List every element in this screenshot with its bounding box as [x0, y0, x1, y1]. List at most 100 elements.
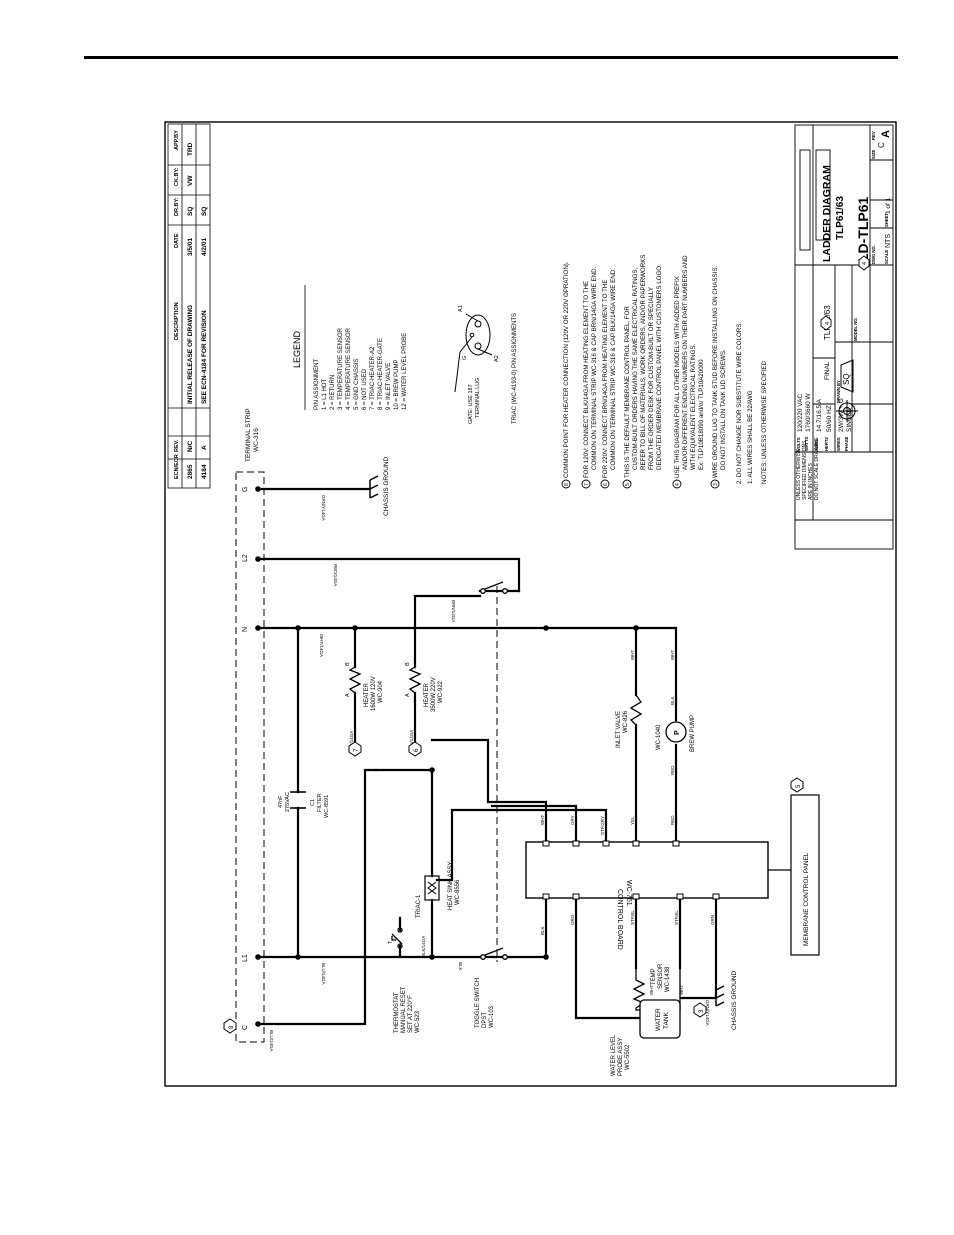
tb-tiny-2: SPECIFIED DIMENSIONS	[802, 440, 808, 500]
triac-gate-note-2: TERMINAL LUG	[475, 378, 481, 418]
title-block-grid	[794, 124, 894, 550]
tank-chassis-ground	[715, 985, 725, 1007]
rev-header-ecn: ECN/ECR	[174, 454, 180, 479]
triac-gate-note-1: GATE: USE 187	[468, 384, 474, 424]
terminal-n-label: N	[242, 627, 249, 632]
tb-size-label: SIZE	[871, 149, 876, 159]
panel-callout	[790, 777, 804, 793]
water-level-probe-line2: PROBE ASSY	[618, 1038, 624, 1076]
legend-item-7: 7 = TRIAC-HEATER-A2	[370, 346, 376, 410]
wiring	[256, 487, 718, 1026]
rev-row1-appby: TRD	[187, 142, 194, 156]
tb-phase-value: SINGLE	[846, 407, 853, 432]
legend-item-4: 4 = TEMPERATURE SENSOR	[346, 327, 352, 410]
heater-1-b: B	[345, 662, 351, 666]
inlet-valve-label: INLET VALVE	[616, 711, 622, 748]
triac-label: TRIAC-1	[416, 894, 422, 918]
note-5-line5: DEDICATED MEMBRANE CONTROL PANEL WITH CU…	[656, 264, 663, 470]
heater-2-resistor	[408, 666, 422, 694]
heater-2-callout-number: 6	[414, 748, 420, 752]
water-tank-line1: WATER	[655, 1008, 662, 1031]
tb-amps-label: AMPS	[814, 439, 819, 451]
wire-label-wht-sensor2: WHT	[679, 985, 684, 995]
tb-watts-label: WATTS	[804, 436, 809, 451]
rev-row2-desc: SEE ECN-4184 FOR REVISION	[201, 310, 208, 404]
tb-volts-value: 120/220 VAC	[797, 394, 804, 432]
inlet-valve-part: WC-826	[623, 710, 629, 733]
note-6-line2: COMMON ON TERMINAL STRIP WC-316 & CAP BL…	[610, 268, 617, 470]
tb-drawn-value: SQ	[842, 373, 851, 385]
tank-chassis-ground-label: CHASSIS GROUND	[731, 970, 738, 1030]
temp-sensor-line1: TEMP	[651, 968, 657, 985]
triac-body	[424, 875, 440, 901]
terminal-l1-label: L1	[242, 954, 249, 962]
wire-label-grnyel-tank: GRN/Y14GA	[705, 1000, 710, 1026]
tb-finish-value: FINAL	[824, 361, 831, 380]
control-board-pins	[542, 840, 720, 900]
tank-ground-callout-number: 3	[699, 1009, 705, 1013]
thermostat-set: SET AT 220°F	[408, 995, 414, 1033]
heat-sink-part: WC-8556	[455, 879, 461, 905]
wire-label-blk-board: BLK	[540, 926, 545, 935]
legend-item-6: 6 = NOT USED	[362, 368, 368, 410]
heater-1-rating: 1600W 120V	[371, 676, 377, 711]
tb-hertz-label: HERTZ	[824, 437, 829, 451]
control-board	[525, 841, 769, 899]
filter-label: FILTER	[317, 793, 323, 812]
tb-tiny-4: DO NOT SCALE DRAWING	[814, 437, 820, 500]
legend-item-5: 5 = GND CHASSIS	[354, 358, 360, 410]
note-7-line1: FOR 120V: CONNECT BLK/14GA FROM HEATING …	[583, 281, 590, 478]
wire-label-blu14-c: BLU/14GA	[269, 1030, 274, 1052]
note-3-number: 3	[713, 483, 719, 486]
heater-1-part: WC-904	[378, 680, 384, 703]
toggle-switch[interactable]	[480, 581, 508, 960]
terminal-c-label: C	[242, 1025, 249, 1030]
triac-pin-a2: A2	[494, 355, 500, 362]
triac-pin-g: G	[462, 356, 468, 360]
rev-row1-date: 3/5/01	[187, 238, 194, 256]
rev-header-appby: APP.BY	[174, 130, 180, 150]
toggle-switch-name: TOGGLE SWITCH	[475, 978, 481, 1028]
note-5-line3: REFER TO BILL OF MATERIALS, WORK ORDERS,…	[640, 255, 647, 470]
control-board-label: CONTROL BOARD	[616, 889, 623, 950]
tb-item-callout	[820, 315, 832, 331]
rev-header-rev: REV.	[174, 439, 180, 452]
filter-c1-label: C1	[310, 799, 316, 806]
wire-label-stpel-2: STP.EL	[674, 910, 679, 925]
rev-row1-ecn: 2865	[187, 464, 194, 479]
projection-symbol	[836, 359, 858, 422]
wire-label-wht-valve: WHT	[630, 650, 635, 660]
tb-watts-value: 1760/3660 W	[805, 392, 812, 432]
water-tank	[639, 999, 681, 1039]
tb-volts-label: VOLTS	[796, 437, 801, 451]
rev-row1-ckby: VW	[187, 175, 194, 186]
note-4-line4: Ex: TLP10B18090 and/or TLP10A20000	[698, 359, 705, 470]
chassis-ground-label: CHASSIS GROUND	[383, 456, 390, 516]
chassis-ground-symbol	[369, 475, 379, 499]
brew-pump-part: WC-1040	[656, 724, 662, 750]
heater-2-name: HEATER	[424, 682, 430, 707]
heater-1-name: HEATER	[364, 682, 370, 707]
rev-row2-ecn: 4184	[201, 464, 208, 479]
note-3-line1: WIRE GROUND LUG TO TANK STUD BEFORE INST…	[712, 265, 719, 478]
thermostat-reset: MANUAL RESET	[401, 986, 407, 1033]
rev-header-date: DATE	[174, 233, 180, 248]
tb-dwg-callout-number: 4	[862, 262, 868, 265]
water-level-probe-line1: WATER LEVEL	[611, 1034, 617, 1076]
tb-rev-label: REV	[871, 131, 876, 140]
note-5-line2: CUSTOM-BUILT ORDERS HAVING THE SAME ELEC…	[632, 267, 639, 470]
tb-sheet-value: 1 of 1	[885, 197, 892, 214]
temp-sensor-part: WC-1438	[665, 966, 671, 992]
tb-drawn-label: DRAWN BY	[836, 380, 841, 403]
wire-label-blu-pump: BLK	[670, 696, 675, 705]
page-top-rule	[84, 56, 898, 59]
wire-label-org: ORG	[570, 914, 575, 925]
legend-item-3: 3 = TEMPERATURE SENSOR	[338, 327, 344, 410]
triac-pin-a1: A1	[458, 305, 464, 312]
rev-header-drby: DR.BY:	[174, 197, 180, 216]
legend-item-10: 10 = BREW PUMP	[394, 359, 400, 410]
diagram-title: LADDER DIAGRAM	[821, 165, 833, 262]
note-5-line1: THIS IS THE DEFAULT MEMBRANE CONTROL PAN…	[624, 306, 631, 478]
wire-label-gry: GRY	[570, 815, 575, 825]
wire-label-blk14-triac: BLK/14GA	[421, 936, 426, 957]
